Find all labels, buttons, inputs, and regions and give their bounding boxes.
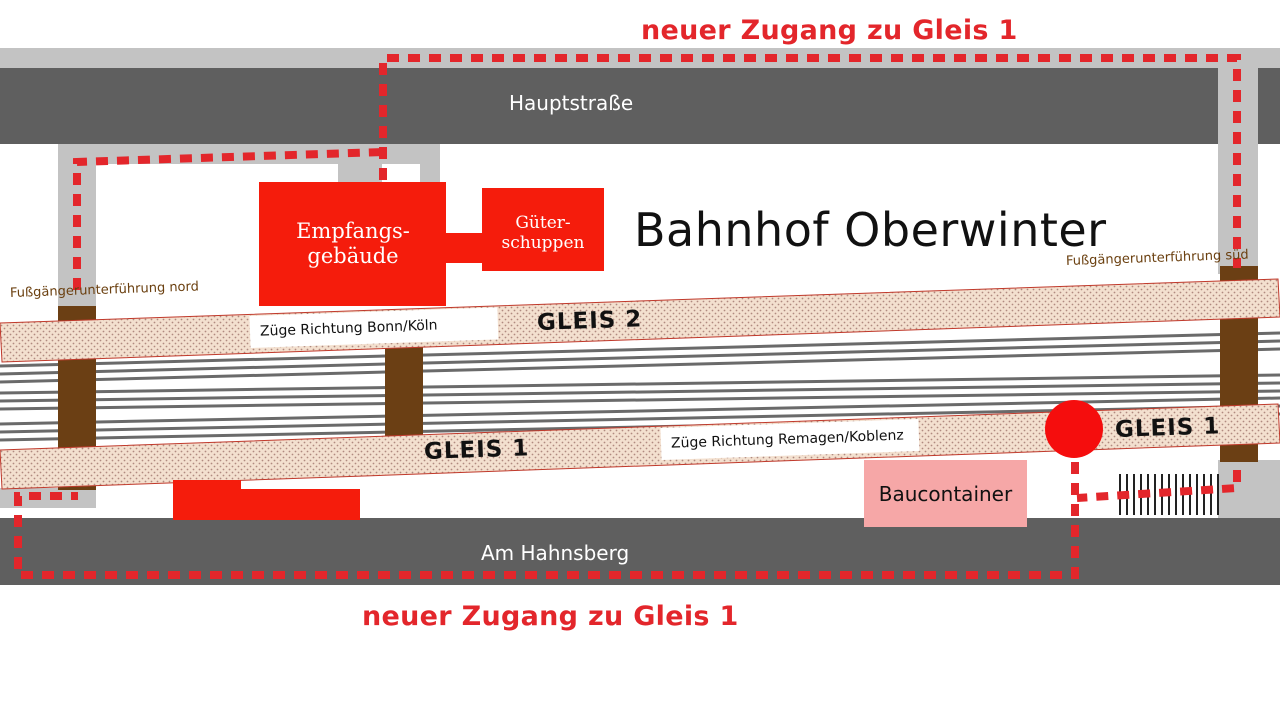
access-label-top: neuer Zugang zu Gleis 1 [641,15,1018,46]
platform-label-gleis-1-left: GLEIS 1 [423,435,530,465]
platform-label-gleis-1-right: GLEIS 1 [1114,413,1221,443]
platform-gleis-1 [0,403,1280,490]
access-route-south-main [14,462,1079,579]
reception-line-2: gebäude [307,244,399,269]
access-point-marker [1045,400,1103,458]
reception-building-label: Empfangs- gebäude [268,219,438,269]
goods-line-1: Güter- [515,213,571,233]
access-label-bottom: neuer Zugang zu Gleis 1 [362,601,739,632]
street-north [0,68,1280,144]
goods-line-2: schuppen [501,233,585,254]
goods-shed-label: Güter- schuppen [486,213,600,254]
platform-building-south-2 [240,489,360,520]
access-route-north [73,148,384,290]
stair-hatching [1119,474,1219,515]
buildings [173,182,604,520]
access-route-paths [14,54,1241,579]
access-route-north-main [379,54,1241,268]
platform-building-south [173,480,241,520]
reception-building [259,182,446,306]
baucontainer: Baucontainer [864,460,1027,527]
street-label-north: Hauptstraße [509,91,634,115]
street-label-south: Am Hahnsberg [481,541,630,565]
reception-line-1: Empfangs- [296,219,410,243]
station-title: Bahnhof Oberwinter [634,203,1107,257]
connector [444,233,484,263]
goods-shed [482,188,604,271]
platform-label-gleis-2: GLEIS 2 [536,306,643,336]
underpass-middle [385,336,423,440]
access-route-south [1076,470,1241,502]
